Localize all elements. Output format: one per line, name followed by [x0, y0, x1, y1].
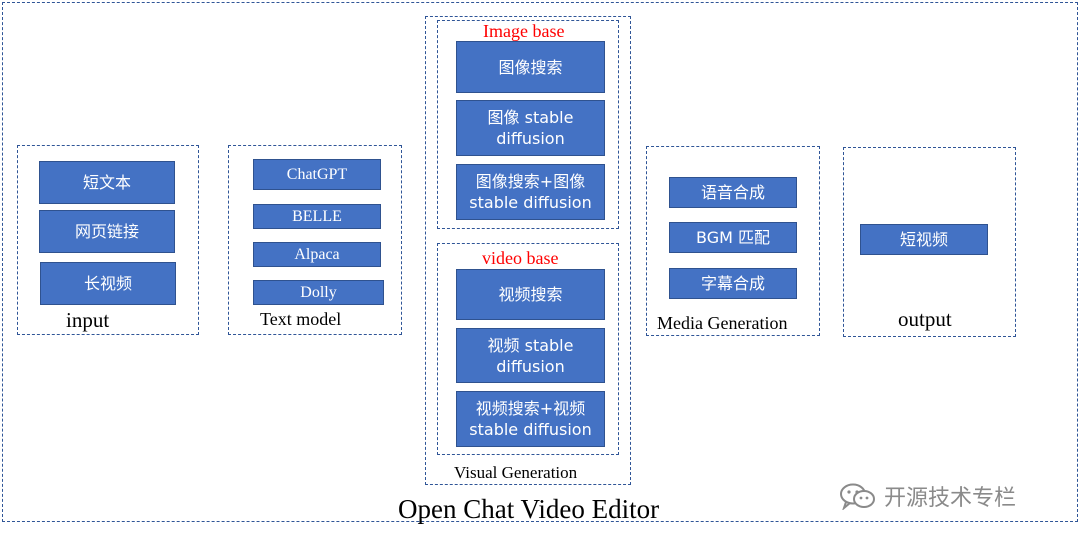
- input-item-long-video: 长视频: [40, 262, 176, 305]
- text-model-item-label: ChatGPT: [286, 166, 348, 183]
- text-model-item-label: Alpaca: [294, 246, 340, 263]
- video-item-line1: 视频 stable: [487, 335, 574, 355]
- text-model-item-belle: BELLE: [253, 204, 381, 229]
- video-item-line1: 视频搜索+视频: [475, 399, 586, 418]
- image-base-group: [437, 20, 619, 229]
- watermark: 开源技术专栏: [838, 480, 1016, 512]
- wechat-icon: [838, 482, 878, 512]
- outer-frame: [2, 2, 1078, 522]
- input-label: input: [66, 308, 110, 332]
- media-generation-group: [646, 146, 820, 336]
- input-item-short-text: 短文本: [39, 161, 175, 204]
- input-group: [17, 145, 199, 335]
- media-item-label: BGM 匹配: [696, 228, 770, 247]
- media-generation-label: Media Generation: [657, 313, 788, 333]
- media-item-speech-synthesis: 语音合成: [669, 177, 797, 208]
- input-item-label: 短文本: [82, 173, 131, 192]
- output-group: [843, 147, 1016, 337]
- video-item-line1: 视频搜索: [498, 285, 563, 304]
- visual-generation-label: Visual Generation: [454, 463, 578, 482]
- video-item-line2: stable diffusion: [469, 420, 592, 439]
- image-item-line1: 图像搜索+图像: [475, 172, 586, 191]
- watermark-text: 开源技术专栏: [884, 486, 1017, 511]
- video-base-group: [437, 243, 619, 455]
- text-model-item-label: Dolly: [300, 284, 337, 301]
- input-item-label: 网页链接: [74, 222, 139, 241]
- output-item-label: 短视频: [899, 230, 948, 249]
- image-item-search-plus-sd: 图像搜索+图像 stable diffusion: [456, 164, 605, 220]
- media-item-subtitle-synthesis: 字幕合成: [669, 268, 797, 299]
- text-model-item-dolly: Dolly: [253, 280, 384, 305]
- output-label: output: [898, 307, 952, 331]
- media-item-label: 语音合成: [700, 183, 765, 202]
- image-item-stable-diffusion: 图像 stable diffusion: [456, 100, 605, 156]
- image-item-line1: 图像 stable: [487, 108, 574, 127]
- media-item-bgm-match: BGM 匹配: [669, 222, 797, 253]
- input-item-label: 长视频: [83, 274, 132, 293]
- image-item-line2: diffusion: [496, 129, 565, 148]
- visual-generation-group: [425, 16, 631, 485]
- video-item-search-plus-sd: 视频搜索+视频 stable diffusion: [456, 391, 605, 447]
- image-base-label: Image base: [483, 21, 565, 41]
- text-model-item-alpaca: Alpaca: [253, 242, 381, 267]
- video-item-line2: diffusion: [496, 356, 565, 376]
- output-item-short-video: 短视频: [860, 224, 988, 255]
- video-base-label: video base: [482, 248, 559, 268]
- text-model-item-label: BELLE: [292, 208, 342, 225]
- input-item-web-link: 网页链接: [39, 210, 175, 253]
- text-model-group: [228, 145, 402, 335]
- media-item-label: 字幕合成: [700, 274, 765, 293]
- image-item-line1: 图像搜索: [498, 57, 563, 77]
- image-item-search: 图像搜索: [456, 41, 605, 93]
- image-item-line2: stable diffusion: [469, 193, 592, 212]
- text-model-item-chatgpt: ChatGPT: [253, 159, 381, 190]
- diagram-title: Open Chat Video Editor: [398, 494, 660, 524]
- video-item-search: 视频搜索: [456, 269, 605, 320]
- text-model-label: Text model: [260, 309, 342, 329]
